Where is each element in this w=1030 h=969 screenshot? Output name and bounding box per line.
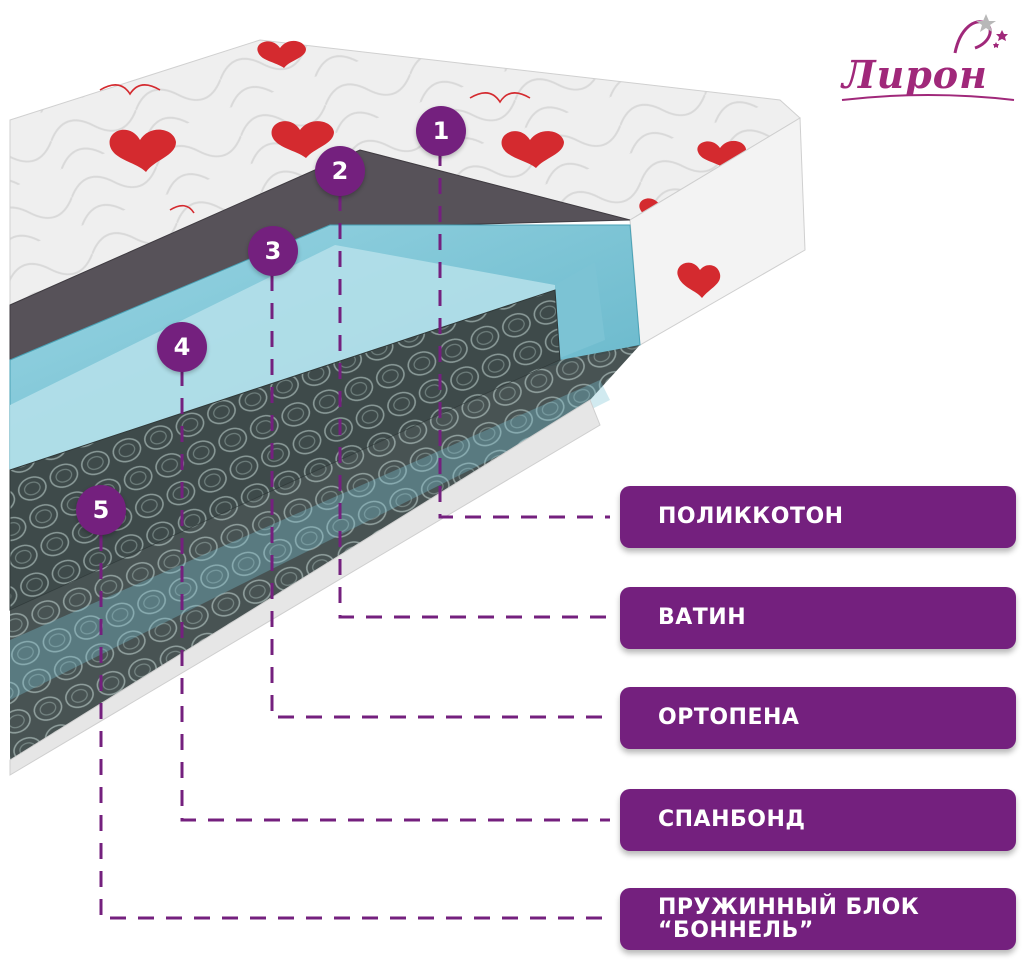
batting-layer [9,149,631,361]
layer-label-4: СПАНБОНД [620,789,1016,851]
logo-text: Лирон [842,52,988,97]
layer-label-text-4: СПАНБОНД [658,807,806,833]
layer-label-5: ПРУЖИННЫЙ БЛОК “БОННЕЛЬ” [620,888,1016,950]
layer-badge-2: 2 [315,146,365,196]
layer-number-1: 1 [432,117,450,145]
layer-label-text-5: ПРУЖИННЫЙ БЛОК “БОННЕЛЬ” [658,894,920,943]
leader-line-1 [438,150,610,519]
leader-line-4 [180,370,610,822]
layer-badge-4: 4 [157,322,207,372]
layer-number-3: 3 [264,237,282,265]
woman-silhouette-with-stars-icon [953,14,1008,54]
logo-underline [841,94,1015,101]
leader-line-3 [270,275,610,719]
layer-number-4: 4 [173,333,191,361]
layer-label-text-1: ПОЛИККОТОН [658,504,844,530]
layer-label-1: ПОЛИККОТОН [620,486,1016,548]
mattress-bottom-edge [9,399,601,776]
layer-badge-3: 3 [248,226,298,276]
layer-badge-1: 1 [416,106,466,156]
layer-label-2: ВАТИН [620,587,1016,649]
layer-label-text-3: ОРТОПЕНА [658,705,800,731]
layer-number-5: 5 [92,496,110,524]
layer-number-2: 2 [331,157,349,185]
leader-line-5 [99,535,610,920]
leader-line-2 [338,195,610,619]
layer-badge-5: 5 [76,485,126,535]
layer-label-3: ОРТОПЕНА [620,687,1016,749]
layer-label-text-2: ВАТИН [658,605,747,631]
